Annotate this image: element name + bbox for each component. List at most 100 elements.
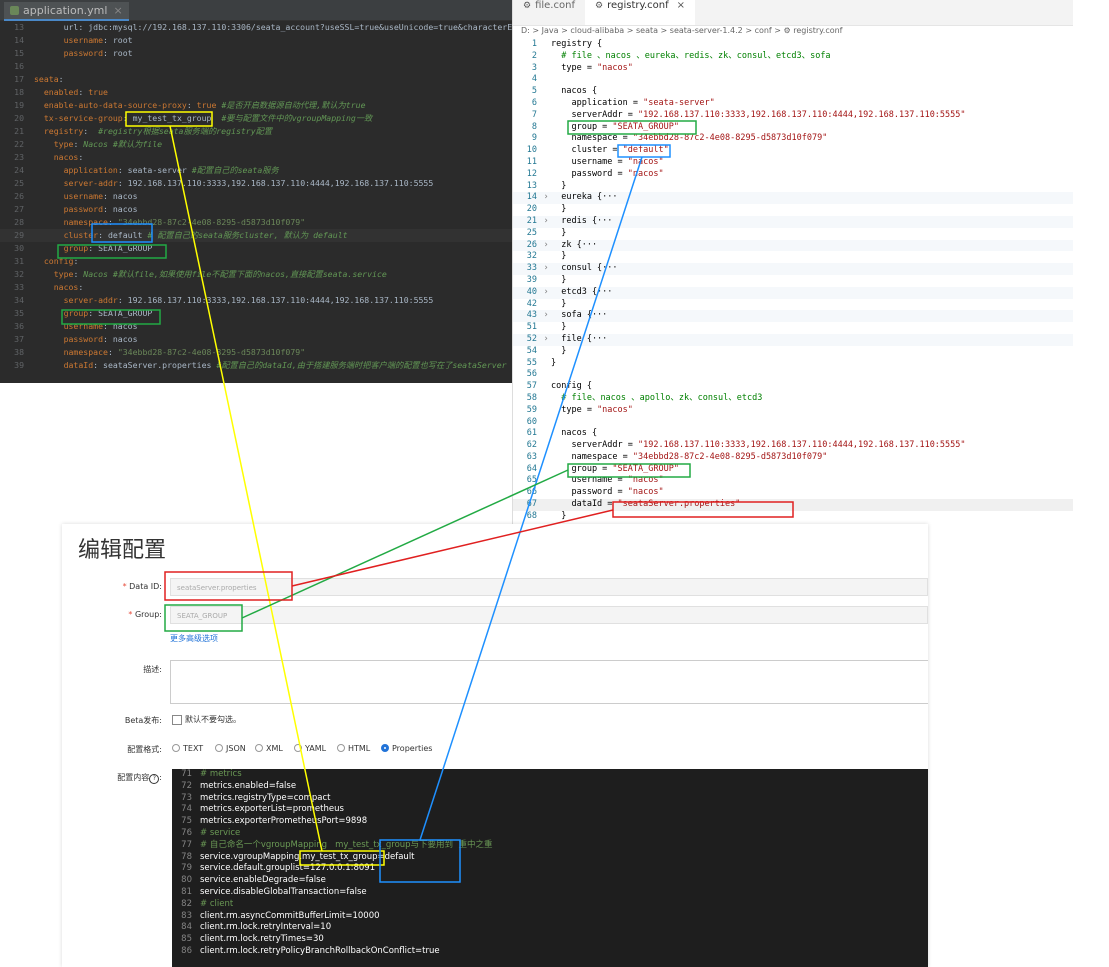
code-line[interactable]: 32 }: [513, 251, 1073, 263]
chevron-right-icon[interactable]: ›: [543, 310, 549, 321]
code-line[interactable]: 9 namespace = "34ebbd28-87c2-4e08-8295-d…: [513, 133, 1073, 145]
chevron-right-icon[interactable]: ›: [543, 239, 549, 250]
code-line[interactable]: 29 cluster: default # 配置自己的seata服务cluste…: [0, 229, 512, 242]
code-line[interactable]: 32 type: Nacos #默认file,如果使用file不配置下面的nac…: [0, 268, 512, 281]
code-line[interactable]: 10 cluster = "default": [513, 145, 1073, 157]
tab-application-yml[interactable]: application.yml×: [4, 2, 129, 21]
code-line[interactable]: 22 type: Nacos #默认为file: [0, 138, 512, 151]
code-line[interactable]: 54 }: [513, 346, 1073, 358]
code-line[interactable]: 8 group = "SEATA_GROUP": [513, 122, 1073, 134]
code-line[interactable]: 23 nacos:: [0, 151, 512, 164]
code-line[interactable]: 77# 自己命名一个vgroupMapping my_test_tx_group…: [172, 840, 928, 852]
breadcrumb[interactable]: D: > Java > cloud-alibaba > seata > seat…: [521, 26, 843, 35]
code-line[interactable]: 3 type = "nacos": [513, 63, 1073, 75]
format-radio-json[interactable]: JSON: [215, 744, 246, 754]
yaml-code-area[interactable]: 13 url: jdbc:mysql://192.168.137.110:330…: [0, 21, 512, 372]
close-icon[interactable]: ×: [113, 4, 123, 17]
code-line[interactable]: 56: [513, 369, 1073, 381]
code-line[interactable]: 39 dataId: seataServer.properties #配置自己的…: [0, 359, 512, 372]
code-line[interactable]: 64 group = "SEATA_GROUP": [513, 464, 1073, 476]
code-line[interactable]: 61 nacos {: [513, 428, 1073, 440]
code-line[interactable]: 35 group: SEATA_GROUP: [0, 307, 512, 320]
format-radio-text[interactable]: TEXT: [172, 744, 203, 754]
code-line[interactable]: 33 nacos:: [0, 281, 512, 294]
code-line[interactable]: 16: [0, 60, 512, 73]
code-line[interactable]: 15 password: root: [0, 47, 512, 60]
group-input[interactable]: SEATA_GROUP: [170, 606, 928, 624]
tab-file-conf[interactable]: ⚙file.conf: [513, 0, 585, 25]
conf-code-area[interactable]: 1 registry {2 # file 、nacos 、eureka、redi…: [513, 39, 1073, 523]
code-line[interactable]: 68 }: [513, 511, 1073, 523]
code-line[interactable]: 52› file {···: [513, 333, 1073, 346]
code-line[interactable]: 28 namespace: "34ebbd28-87c2-4e08-8295-d…: [0, 216, 512, 229]
code-line[interactable]: 30 group: SEATA_GROUP: [0, 242, 512, 255]
code-line[interactable]: 62 serverAddr = "192.168.137.110:3333,19…: [513, 440, 1073, 452]
code-line[interactable]: 1 registry {: [513, 39, 1073, 51]
code-line[interactable]: 65 username = "nacos": [513, 475, 1073, 487]
code-line[interactable]: 5 nacos {: [513, 86, 1073, 98]
chevron-right-icon[interactable]: ›: [543, 333, 549, 344]
code-line[interactable]: 63 namespace = "34ebbd28-87c2-4e08-8295-…: [513, 452, 1073, 464]
chevron-right-icon[interactable]: ›: [543, 286, 549, 297]
code-line[interactable]: 60: [513, 417, 1073, 429]
code-line[interactable]: 39 }: [513, 275, 1073, 287]
code-line[interactable]: 71# metrics: [172, 769, 928, 781]
close-icon[interactable]: ×: [676, 0, 686, 11]
code-line[interactable]: 51 }: [513, 322, 1073, 334]
code-line[interactable]: 25 server-addr: 192.168.137.110:3333,192…: [0, 177, 512, 190]
code-line[interactable]: 26› zk {···: [513, 239, 1073, 252]
code-line[interactable]: 13 }: [513, 181, 1073, 193]
code-line[interactable]: 34 server-addr: 192.168.137.110:3333,192…: [0, 294, 512, 307]
code-line[interactable]: 7 serverAddr = "192.168.137.110:3333,192…: [513, 110, 1073, 122]
code-line[interactable]: 21 registry: #registry根据seata服务端的registr…: [0, 125, 512, 138]
chevron-right-icon[interactable]: ›: [543, 192, 549, 203]
code-line[interactable]: 11 username = "nacos": [513, 157, 1073, 169]
code-line[interactable]: 55 }: [513, 358, 1073, 370]
code-line[interactable]: 21› redis {···: [513, 215, 1073, 228]
help-icon[interactable]: ?: [149, 774, 160, 784]
code-line[interactable]: 59 type = "nacos": [513, 405, 1073, 417]
code-line[interactable]: 76# service: [172, 828, 928, 840]
code-line[interactable]: 24 application: seata-server #配置自己的seata…: [0, 164, 512, 177]
code-line[interactable]: 14› eureka {···: [513, 192, 1073, 205]
code-line[interactable]: 58 # file、nacos 、apollo、zk、consul、etcd3: [513, 393, 1073, 405]
advanced-options-link[interactable]: 更多高级选项: [170, 634, 218, 643]
format-radio-yaml[interactable]: YAML: [294, 744, 326, 754]
code-line[interactable]: 13 url: jdbc:mysql://192.168.137.110:330…: [0, 21, 512, 34]
code-line[interactable]: 43› sofa {···: [513, 310, 1073, 323]
code-line[interactable]: 38 namespace: "34ebbd28-87c2-4e08-8295-d…: [0, 346, 512, 359]
code-line[interactable]: 2 # file 、nacos 、eureka、redis、zk、consul、…: [513, 51, 1073, 63]
chevron-right-icon[interactable]: ›: [543, 215, 549, 226]
tab-registry-conf[interactable]: ⚙registry.conf×: [585, 0, 696, 25]
code-line[interactable]: 42 }: [513, 299, 1073, 311]
code-line[interactable]: 82# client: [172, 899, 928, 911]
code-line[interactable]: 40› etcd3 {···: [513, 286, 1073, 299]
format-radio-xml[interactable]: XML: [255, 744, 283, 754]
code-line[interactable]: 57 config {: [513, 381, 1073, 393]
code-line[interactable]: 36 username: nacos: [0, 320, 512, 333]
code-line[interactable]: 26 username: nacos: [0, 190, 512, 203]
code-line[interactable]: 31 config:: [0, 255, 512, 268]
data-id-input[interactable]: seataServer.properties: [170, 578, 928, 596]
code-line[interactable]: 25 }: [513, 228, 1073, 240]
code-line[interactable]: 12 password = "nacos": [513, 169, 1073, 181]
description-textarea[interactable]: [170, 660, 928, 704]
code-line[interactable]: 67 dataId = "seataServer.properties": [513, 499, 1073, 511]
code-line[interactable]: 19 enable-auto-data-source-proxy: true #…: [0, 99, 512, 112]
code-line[interactable]: 14 username: root: [0, 34, 512, 47]
code-line[interactable]: 6 application = "seata-server": [513, 98, 1073, 110]
code-line[interactable]: 20 }: [513, 204, 1073, 216]
code-line[interactable]: 66 password = "nacos": [513, 487, 1073, 499]
